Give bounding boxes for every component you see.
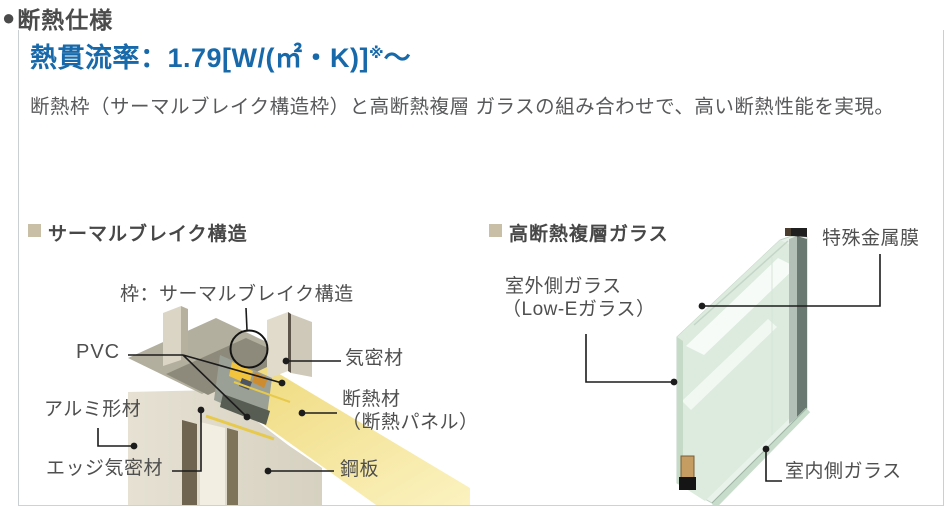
u-value-heading: 熱貫流率：1.79[W/(㎡・K)]※〜 — [30, 36, 411, 75]
highlight-circle — [229, 329, 269, 369]
thermal-break-diagram: 枠：サーマルブレイク構造 PVC アルミ形材 エッジ気密材 気密材 断熱材 （断… — [20, 270, 478, 505]
section-header-thermal-break: サーマルブレイク構造 — [28, 219, 248, 246]
label-edge-seal: エッジ気密材 — [46, 458, 164, 479]
label-indoor-glass: 室内側ガラス — [785, 461, 902, 482]
u-value-text: 熱貫流率：1.79[W/(㎡・K)] — [30, 43, 369, 73]
pointer-dots — [670, 302, 770, 453]
spec-description: 断熱枠（サーマルブレイク構造枠）と高断熱複層 ガラスの組み合わせで、高い断熱性能… — [30, 92, 894, 123]
u-value-tilde: 〜 — [383, 43, 412, 73]
square-bullet-icon — [28, 224, 41, 237]
label-frame-thermal-break: 枠：サーマルブレイク構造 — [120, 284, 354, 305]
label-airtight: 気密材 — [345, 348, 404, 369]
pointer-lines — [585, 254, 881, 482]
double-glazing-diagram: 特殊金属膜 室外側ガラス （Low-Eガラス） 室内側ガラス — [480, 225, 943, 505]
page-title: ● 断熱仕様 — [2, 1, 113, 35]
label-insulation: 断熱材 （断熱パネル） — [342, 389, 479, 433]
label-outdoor-glass: 室外側ガラス （Low-Eガラス） — [502, 276, 656, 320]
inner-pane-edge — [789, 236, 797, 424]
section-title-thermal-break: サーマルブレイク構造 — [48, 224, 248, 245]
spec-description-line2: ガラスの組み合わせで、高い断熱性能を実現。 — [475, 96, 895, 118]
u-value-note-mark: ※ — [369, 45, 384, 62]
section-title-glass: 高断熱複層ガラス — [509, 224, 669, 245]
pointer-lines — [97, 307, 341, 472]
pointer-dots — [130, 357, 306, 475]
square-bullet-icon — [489, 224, 502, 237]
top-seal — [791, 228, 807, 237]
label-aluminum: アルミ形材 — [44, 399, 142, 420]
spacer — [680, 455, 695, 479]
title-bullet-icon: ● — [2, 5, 17, 30]
page-title-text: 断熱仕様 — [17, 7, 114, 33]
spec-description-line1: 断熱枠（サーマルブレイク構造枠）と高断熱複層 — [30, 96, 470, 118]
bottom-seal — [679, 477, 696, 490]
label-pvc: PVC — [76, 341, 121, 363]
section-header-glass: 高断熱複層ガラス — [489, 219, 669, 246]
glazing-illustration — [585, 228, 881, 505]
insulation-panel — [216, 354, 470, 505]
label-steel-plate: 鋼板 — [340, 459, 380, 480]
label-metal-film: 特殊金属膜 — [822, 228, 920, 249]
thermal-break-illustration — [97, 306, 470, 505]
